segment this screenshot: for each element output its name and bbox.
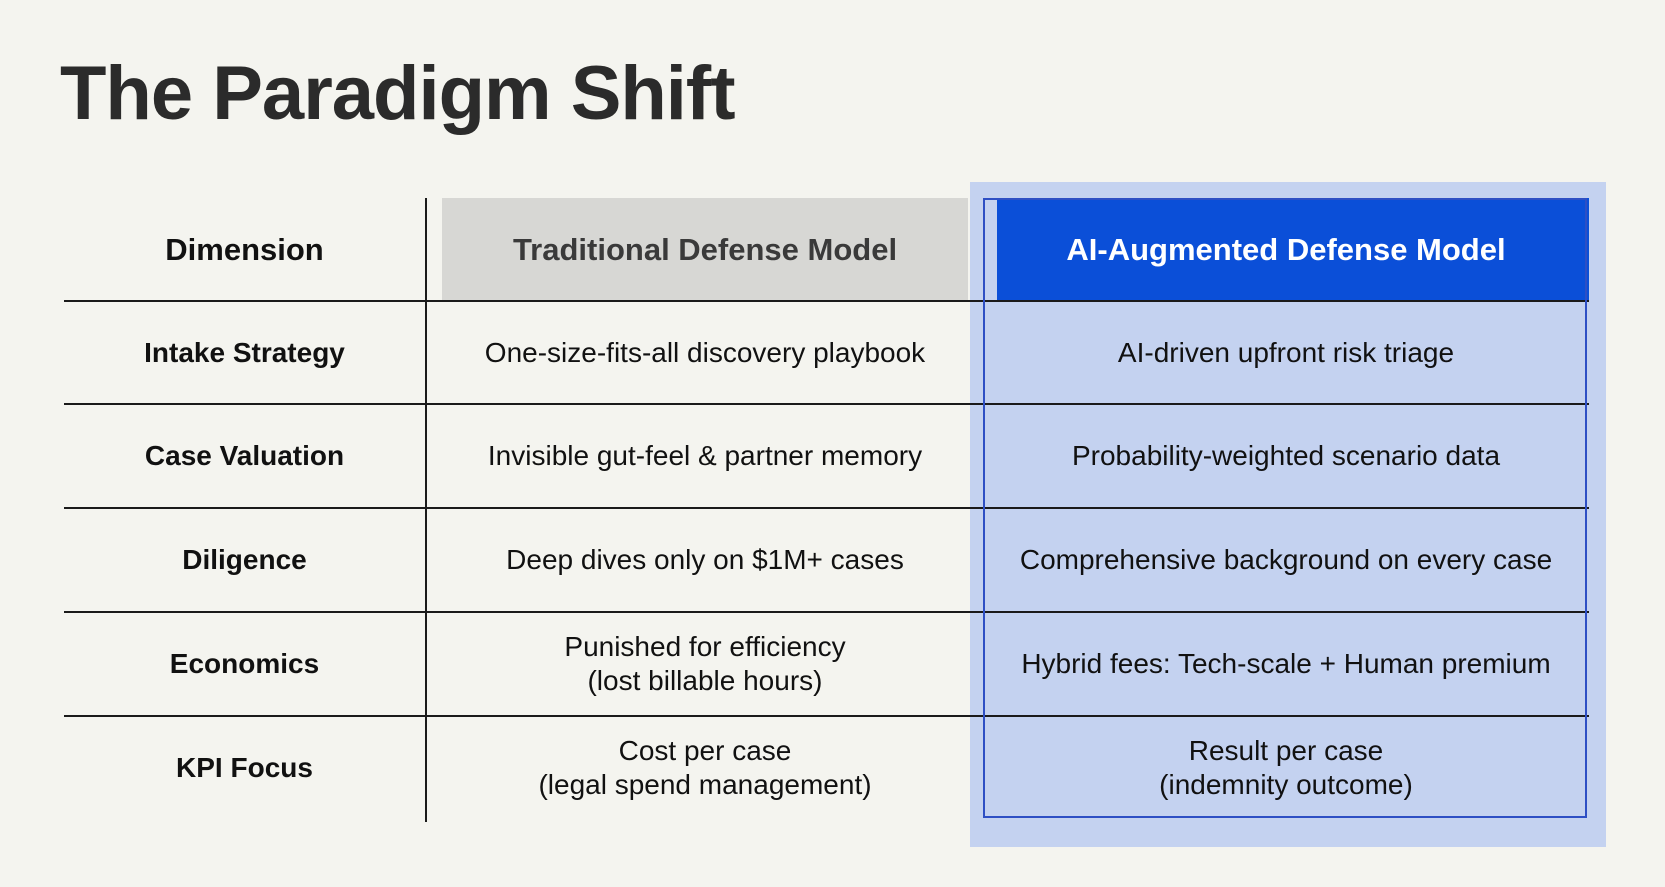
header-traditional: Traditional Defense Model [512,231,898,267]
row-intake-traditional: One-size-fits-all discovery playbook [484,336,926,368]
row-valuation-traditional: Invisible gut-feel & partner memory [487,440,923,472]
row-kpi-traditional: Cost per case (legal spend management) [538,734,872,800]
row-kpi-ai: Result per case (indemnity outcome) [1159,734,1413,800]
page-title: The Paradigm Shift [60,51,736,136]
row-economics-traditional: Punished for efficiency (lost billable h… [564,631,846,696]
row-intake-dimension: Intake Strategy [144,336,345,368]
row-valuation-ai: Probability-weighted scenario data [1071,440,1501,472]
row-divider [64,403,1589,405]
row-divider [64,300,1589,302]
row-intake-ai: AI-driven upfront risk triage [1117,336,1455,368]
row-diligence-ai: Comprehensive background on every case [1019,544,1553,576]
header-ai: AI-Augmented Defense Model [1066,231,1506,267]
ai-header-bg [997,198,1589,301]
row-diligence-traditional: Deep dives only on $1M+ cases [506,544,904,576]
row-diligence-dimension: Diligence [182,544,307,576]
header-dimension: Dimension [165,231,324,267]
row-valuation-dimension: Case Valuation [144,440,345,472]
row-divider [64,507,1589,509]
row-divider [64,611,1589,613]
row-economics-ai: Hybrid fees: Tech-scale + Human premium [1021,648,1551,680]
row-economics-dimension: Economics [169,648,320,680]
row-divider [64,715,1589,717]
traditional-header-bg [442,198,968,301]
row-kpi-dimension: KPI Focus [176,751,313,783]
column-divider [425,198,427,822]
